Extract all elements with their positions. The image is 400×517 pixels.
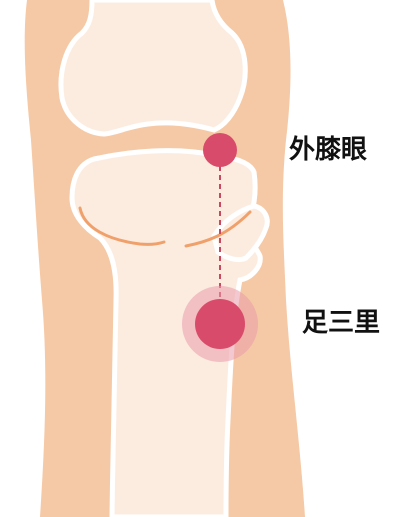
- upper-acupoint-icon: [203, 133, 237, 167]
- femur-bone: [61, 0, 245, 134]
- label-zusanli: 足三里: [302, 308, 380, 338]
- label-waixiyan: 外膝眼: [289, 135, 367, 165]
- lower-acupoint-icon: [195, 299, 245, 349]
